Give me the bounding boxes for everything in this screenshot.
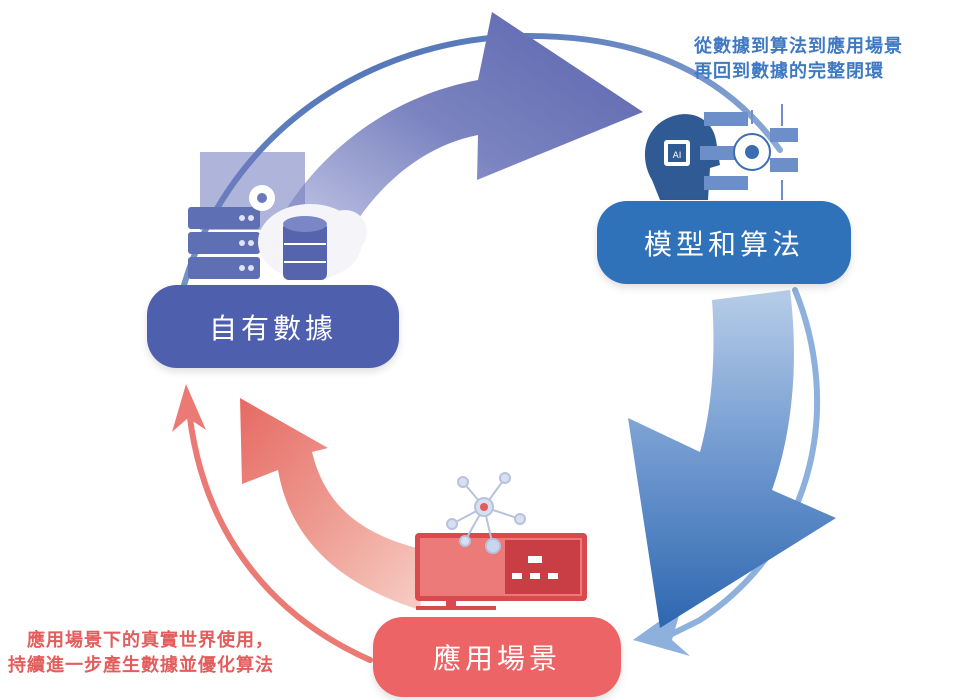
thin-arrowhead-left xyxy=(172,384,206,432)
annotation-real-world-use-line-2: 持續進一步產生數據並優化算法 xyxy=(8,655,274,676)
annotation-closed-loop-line-1: 從數據到算法到應用場景 xyxy=(694,36,903,57)
node-own-data-label: 自有數據 xyxy=(208,311,337,345)
arrow-application-to-data xyxy=(240,398,425,610)
thin-arc-left xyxy=(185,397,373,663)
annotation-closed-loop-line-2: 再回到數據的完整閉環 xyxy=(694,61,884,82)
annotation-real-world-use: 應用場景下的真實世界使用， 持續進一步產生數據並優化算法 xyxy=(8,628,274,678)
node-application-scenario: 應用場景 xyxy=(373,617,621,697)
svg-text:AI: AI xyxy=(673,151,682,161)
arrow-data-to-model xyxy=(262,12,643,255)
gear-icon xyxy=(249,185,275,211)
monitor-icon xyxy=(415,533,587,610)
node-own-data: 自有數據 xyxy=(147,285,399,368)
node-model-algorithm: 模型和算法 xyxy=(597,201,851,284)
network-graph-icon xyxy=(446,472,526,554)
node-model-algorithm-label: 模型和算法 xyxy=(643,227,804,261)
thin-arc-right xyxy=(657,287,821,643)
database-cloud-icon xyxy=(258,204,367,280)
arrow-model-to-application xyxy=(628,290,836,628)
lightbulb-gear-icon xyxy=(700,104,798,200)
ai-head-icon: AI xyxy=(644,114,720,200)
server-rack-icon xyxy=(188,152,305,279)
node-application-scenario-label: 應用場景 xyxy=(432,642,561,675)
annotation-real-world-use-line-1: 應用場景下的真實世界使用， xyxy=(27,630,274,651)
annotation-closed-loop: 從數據到算法到應用場景 再回到數據的完整閉環 xyxy=(694,34,903,84)
